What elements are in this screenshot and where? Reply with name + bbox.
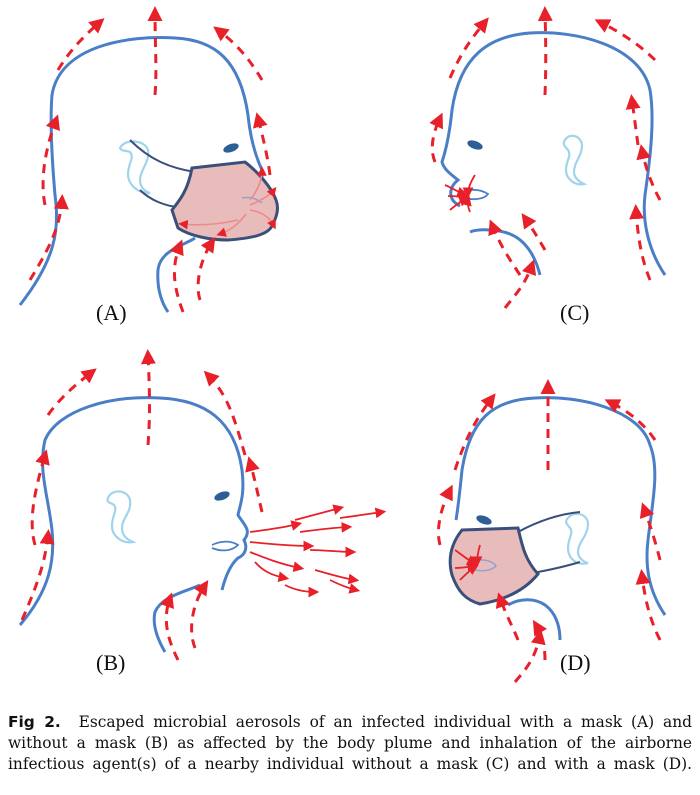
- eye-icon: [213, 490, 231, 503]
- ear-icon: [107, 491, 133, 542]
- panel-d: [438, 385, 665, 682]
- eye-icon: [466, 139, 484, 152]
- exhale-arrows: [250, 508, 382, 592]
- panel-label-d: (D): [560, 650, 591, 676]
- figure: [0, 0, 700, 700]
- eye-icon: [222, 142, 240, 155]
- panel-c: [432, 12, 665, 308]
- ear-icon: [120, 141, 150, 193]
- face-mask: [450, 528, 538, 604]
- neck-outline: [470, 230, 540, 275]
- ear-icon: [566, 514, 588, 564]
- eye-icon: [475, 514, 493, 527]
- panel-a: [20, 12, 277, 312]
- neck-outline: [158, 238, 195, 312]
- dashed-arrows: [22, 355, 262, 660]
- caption-text: Escaped microbial aerosols of an infecte…: [8, 713, 692, 773]
- ear-icon: [564, 136, 584, 185]
- head-outline: [442, 33, 665, 275]
- mouth-outline: [212, 542, 238, 551]
- caption-label: Fig 2.: [8, 713, 61, 731]
- figure-caption: Fig 2. Escaped microbial aerosols of an …: [8, 712, 692, 775]
- panel-label-b: (B): [96, 650, 125, 676]
- panel-b: [20, 355, 382, 660]
- head-outline: [20, 398, 247, 625]
- panel-label-a: (A): [96, 300, 127, 326]
- panel-label-c: (C): [560, 300, 589, 326]
